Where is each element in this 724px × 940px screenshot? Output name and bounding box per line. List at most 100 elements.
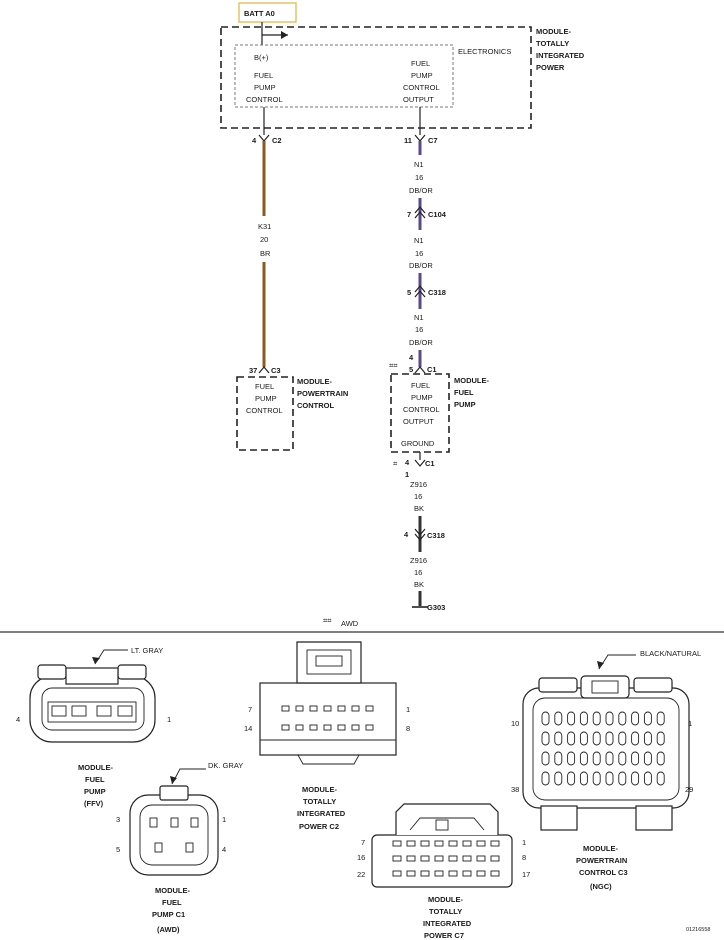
ffv-latch-left xyxy=(37,664,67,680)
c3-pin-label-38: 38 xyxy=(511,785,519,794)
c7-cavity xyxy=(476,855,486,862)
c2-foot xyxy=(297,754,360,765)
c3-cavity xyxy=(579,731,588,746)
c7-cavity xyxy=(476,870,486,877)
c2-cavity xyxy=(295,724,304,731)
c3-cavity xyxy=(567,751,576,766)
c3-pin-label-29: 29 xyxy=(685,785,693,794)
c1-color: DK. GRAY xyxy=(208,761,243,770)
ffv-caption-3: PUMP xyxy=(84,787,106,796)
c7-cavity xyxy=(406,855,416,862)
z916-seg2-gauge: 16 xyxy=(414,568,422,577)
ffv-pin-left: 4 xyxy=(16,715,20,724)
pcm-name-2: POWERTRAIN xyxy=(297,389,348,398)
c3-cavity xyxy=(567,711,576,726)
c318-ground-connector-icon xyxy=(414,528,426,541)
c3-cavity xyxy=(631,711,640,726)
c1-pin-4 xyxy=(185,842,194,853)
c7-cavity xyxy=(420,840,430,847)
ffv-lock xyxy=(65,667,119,685)
c7-cavity xyxy=(462,840,472,847)
pcm-name-1: MODULE- xyxy=(297,377,332,386)
c3-pin-grid xyxy=(541,711,665,786)
c7-cavity xyxy=(392,855,402,862)
c7-cavity xyxy=(448,840,458,847)
c7-cavity xyxy=(420,870,430,877)
c2-label: C2 xyxy=(272,136,282,145)
c1-pin-2 xyxy=(170,817,179,828)
c1-latch xyxy=(159,785,189,801)
c1-label: C1 xyxy=(427,365,437,374)
c2-pin-label-7: 7 xyxy=(248,705,252,714)
note-mark: ⌗⌗ xyxy=(323,616,332,625)
c3-cavity xyxy=(567,771,576,786)
c3-cavity xyxy=(643,751,652,766)
tipm-right-func-2: PUMP xyxy=(411,71,433,80)
c1-caption-1: MODULE- xyxy=(155,886,190,895)
c3-cavity xyxy=(541,731,550,746)
c1-pin-label-3: 3 xyxy=(116,815,120,824)
c3-pin-label-10: 10 xyxy=(511,719,519,728)
z916-seg2-circuit: Z916 xyxy=(410,556,427,565)
c318-label: C318 xyxy=(428,288,446,297)
c7-terminal-icon xyxy=(414,134,426,142)
c1-shell xyxy=(129,794,219,876)
ffv-pin-2 xyxy=(96,705,112,717)
batt-label: BATT A0 xyxy=(244,9,275,18)
c3-cavity xyxy=(592,711,601,726)
c7-cavity xyxy=(434,870,444,877)
c3-color: BLACK/NATURAL xyxy=(640,649,701,658)
c3-cavity xyxy=(618,751,627,766)
z916-seg1-color: BK xyxy=(414,504,424,513)
c3-cavity xyxy=(656,771,665,786)
c3-cavity xyxy=(592,771,601,786)
pcm-box xyxy=(236,376,294,451)
c3-caption-3: CONTROL C3 xyxy=(579,868,628,877)
c2-latch xyxy=(306,649,352,675)
c3-shell xyxy=(522,687,690,809)
c3-cavity xyxy=(605,771,614,786)
ffv-color-leader xyxy=(94,649,128,665)
tipm-name-4: POWER xyxy=(536,63,565,72)
c7-cavity xyxy=(392,870,402,877)
c1-color-leader xyxy=(171,768,206,785)
c2-pin-label-1: 1 xyxy=(406,705,410,714)
n1-seg1-circuit: N1 xyxy=(414,160,424,169)
c3-foot-right xyxy=(635,805,673,831)
c2-pin-grid xyxy=(281,705,374,731)
c3-cavity xyxy=(643,771,652,786)
z916-seg1-circuit: Z916 xyxy=(410,480,427,489)
c3-cavity xyxy=(592,731,601,746)
c7-cavity xyxy=(434,855,444,862)
c1-leader-arrow-icon xyxy=(170,776,177,784)
c2-cavity xyxy=(281,724,290,731)
c3-cavity xyxy=(579,751,588,766)
c7-cavity xyxy=(448,855,458,862)
c3-cavity xyxy=(656,711,665,726)
c7-label: C7 xyxy=(428,136,438,145)
c2-cavity xyxy=(351,705,360,712)
n1-seg2-circuit: N1 xyxy=(414,236,424,245)
c1-ground-pin-b: 1 xyxy=(405,470,409,479)
c2-cavity xyxy=(309,705,318,712)
c7-cavity xyxy=(462,870,472,877)
c7-pin-grid xyxy=(392,840,500,877)
fuelpump-name-1: MODULE- xyxy=(454,376,489,385)
c7-pin-label-1: 1 xyxy=(522,838,526,847)
batt-box xyxy=(238,2,297,23)
c3-cavity xyxy=(554,771,563,786)
c2-cavity xyxy=(295,705,304,712)
c104-pin: 7 xyxy=(407,210,411,219)
tipm-right-func-4: OUTPUT xyxy=(403,95,434,104)
c1-pin-label-5: 5 xyxy=(116,845,120,854)
ffv-leader-arrow-icon xyxy=(92,657,100,664)
c3-ear-right xyxy=(633,677,673,693)
n1-seg1-color: DB/OR xyxy=(409,186,433,195)
c7-caption-4: POWER C7 xyxy=(424,931,464,940)
tipm-name-3: INTEGRATED xyxy=(536,51,585,60)
c3-cavity xyxy=(579,771,588,786)
c1-caption-4: (AWD) xyxy=(157,925,180,934)
c1-pin-a: 4 xyxy=(409,353,414,362)
fuelpump-name-2: FUEL xyxy=(454,388,474,397)
c7-cavity xyxy=(406,840,416,847)
